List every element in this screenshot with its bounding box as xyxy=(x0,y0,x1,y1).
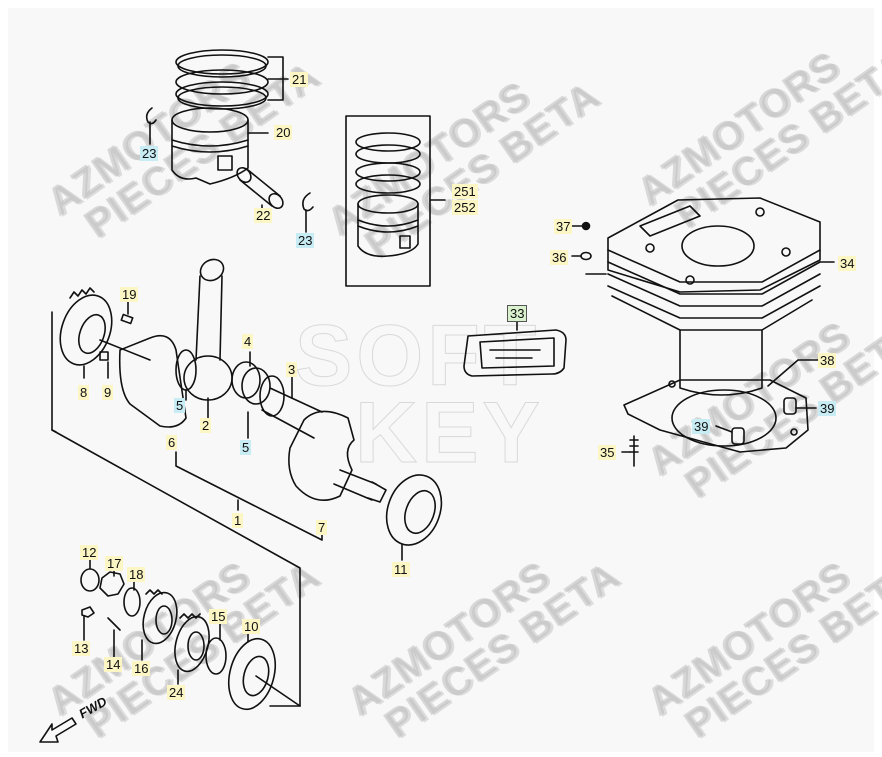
part-label-11[interactable]: 11 xyxy=(392,562,410,577)
main-bearing-icon xyxy=(227,633,277,711)
screw-icon xyxy=(107,617,121,631)
part-label-15[interactable]: 15 xyxy=(209,609,228,624)
nut-icon xyxy=(80,559,100,592)
part-label-5[interactable]: 5 xyxy=(174,398,186,413)
nut-icon xyxy=(581,221,591,231)
stud-bolt-icon xyxy=(629,435,639,467)
part-label-36[interactable]: 36 xyxy=(550,250,569,265)
balancer-gear-icon xyxy=(174,613,210,685)
key-icon xyxy=(81,606,95,618)
part-label-13[interactable]: 13 xyxy=(72,641,91,656)
part-label-16[interactable]: 16 xyxy=(132,661,151,676)
spacer-icon xyxy=(205,623,227,675)
part-label-10[interactable]: 10 xyxy=(242,619,261,634)
circlip-icon xyxy=(302,192,314,212)
key-icon xyxy=(120,313,134,325)
part-label-3[interactable]: 3 xyxy=(286,362,298,377)
part-label-33[interactable]: 33 xyxy=(507,305,528,322)
key-icon xyxy=(99,351,109,361)
part-label-24[interactable]: 24 xyxy=(167,685,186,700)
center-watermark: SOFT KEY xyxy=(295,308,544,482)
washer-icon xyxy=(580,251,592,261)
part-label-19[interactable]: 19 xyxy=(120,287,139,302)
dowel-pin-icon xyxy=(715,397,817,445)
part-label-6[interactable]: 6 xyxy=(166,435,178,450)
part-label-20[interactable]: 20 xyxy=(274,125,293,140)
part-label-5[interactable]: 5 xyxy=(240,440,252,455)
part-label-251[interactable]: 251 xyxy=(452,184,478,199)
connecting-rod-icon xyxy=(183,258,233,421)
part-label-23[interactable]: 23 xyxy=(296,233,315,248)
part-label-9[interactable]: 9 xyxy=(102,385,114,400)
part-label-4[interactable]: 4 xyxy=(242,334,254,349)
needle-bearing-icon xyxy=(231,351,271,405)
part-label-21[interactable]: 21 xyxy=(290,72,309,87)
gasket-set-icon xyxy=(463,317,567,377)
crank-web-left-icon xyxy=(118,334,187,428)
base-gasket-icon xyxy=(623,359,819,453)
crankshaft-group-bracket xyxy=(51,311,301,707)
part-label-22[interactable]: 22 xyxy=(254,208,273,223)
part-label-39[interactable]: 39 xyxy=(818,401,837,416)
part-label-37[interactable]: 37 xyxy=(554,219,573,234)
part-label-17[interactable]: 17 xyxy=(105,556,124,571)
drive-gear-icon xyxy=(141,589,178,661)
piston-kit-box xyxy=(345,115,431,287)
washer-icon xyxy=(123,587,141,617)
forward-arrow-icon xyxy=(39,717,77,743)
crank-web-right-icon xyxy=(288,410,355,502)
part-label-18[interactable]: 18 xyxy=(127,567,146,582)
timing-gear-icon xyxy=(59,287,113,379)
part-label-38[interactable]: 38 xyxy=(818,353,837,368)
part-label-252[interactable]: 252 xyxy=(452,200,478,215)
circlip-icon xyxy=(145,107,157,125)
part-label-1[interactable]: 1 xyxy=(232,513,244,528)
piston-rings-icon xyxy=(175,49,289,110)
piston-icon xyxy=(171,107,269,185)
part-label-35[interactable]: 35 xyxy=(598,445,617,460)
part-label-23[interactable]: 23 xyxy=(140,146,159,161)
part-label-34[interactable]: 34 xyxy=(838,256,857,271)
crank-pin-icon xyxy=(261,387,323,439)
part-label-39[interactable]: 39 xyxy=(692,419,711,434)
main-bearing-icon xyxy=(385,474,443,561)
cylinder-icon xyxy=(585,197,835,396)
part-label-12[interactable]: 12 xyxy=(80,545,99,560)
part-label-2[interactable]: 2 xyxy=(200,418,212,433)
part-label-14[interactable]: 14 xyxy=(104,657,123,672)
part-label-7[interactable]: 7 xyxy=(316,520,328,535)
part-label-8[interactable]: 8 xyxy=(78,385,90,400)
